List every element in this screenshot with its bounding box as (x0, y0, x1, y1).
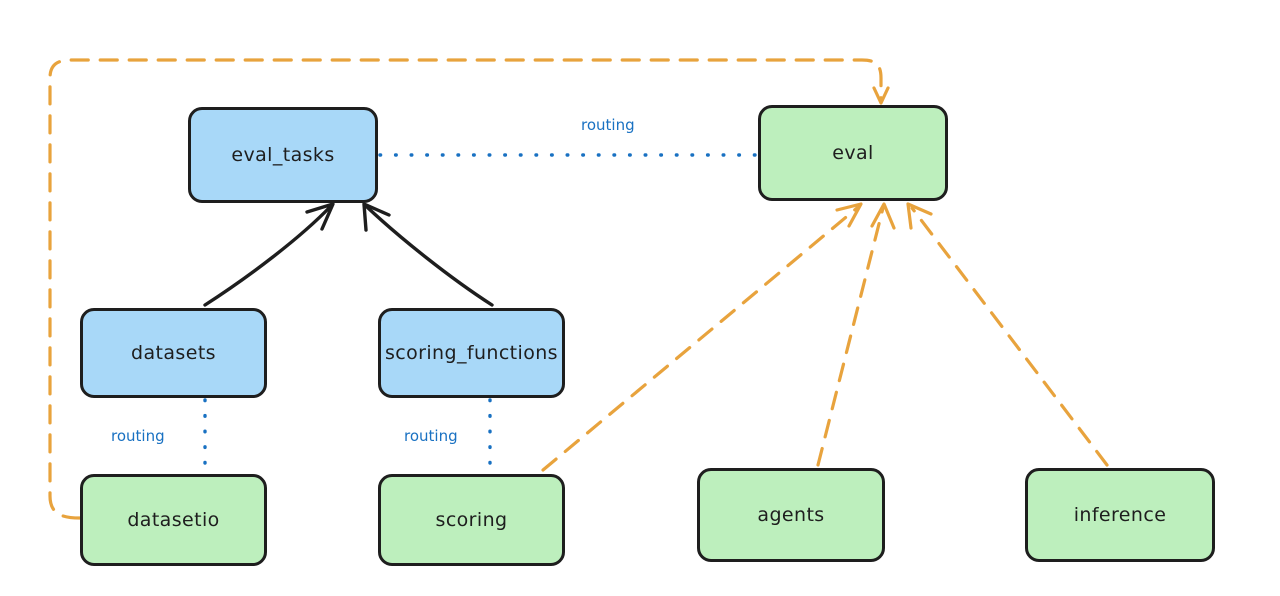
node-eval-label: eval (832, 141, 874, 164)
edge-scoring-functions-eval-tasks (362, 202, 494, 307)
node-scoring-functions[interactable]: scoring_functions (378, 308, 565, 398)
node-inference-label: inference (1073, 503, 1167, 526)
edge-scoring-eval (541, 202, 863, 472)
node-eval[interactable]: eval (758, 105, 948, 201)
node-eval-tasks[interactable]: eval_tasks (188, 107, 378, 203)
edge-label-routing-datasets-datasetio: routing (111, 427, 165, 445)
edge-agents-eval (816, 202, 896, 467)
node-agents[interactable]: agents (697, 468, 885, 562)
node-scoring-functions-label: scoring_functions (385, 341, 558, 364)
node-scoring[interactable]: scoring (378, 474, 565, 566)
edge-label-routing-eval-tasks-eval: routing (581, 116, 635, 134)
node-datasets-label: datasets (131, 341, 216, 364)
edge-label-routing-scoring-functions-scoring: routing (404, 427, 458, 445)
edge-datasets-eval-tasks (203, 202, 335, 307)
node-datasetio[interactable]: datasetio (80, 474, 267, 566)
edge-datasetio-eval (48, 58, 890, 520)
node-datasets[interactable]: datasets (80, 308, 267, 398)
node-scoring-label: scoring (435, 508, 508, 531)
edge-inference-eval (906, 202, 1109, 467)
node-agents-label: agents (757, 503, 825, 526)
node-eval-tasks-label: eval_tasks (231, 143, 335, 166)
node-inference[interactable]: inference (1025, 468, 1215, 562)
node-datasetio-label: datasetio (127, 508, 220, 531)
